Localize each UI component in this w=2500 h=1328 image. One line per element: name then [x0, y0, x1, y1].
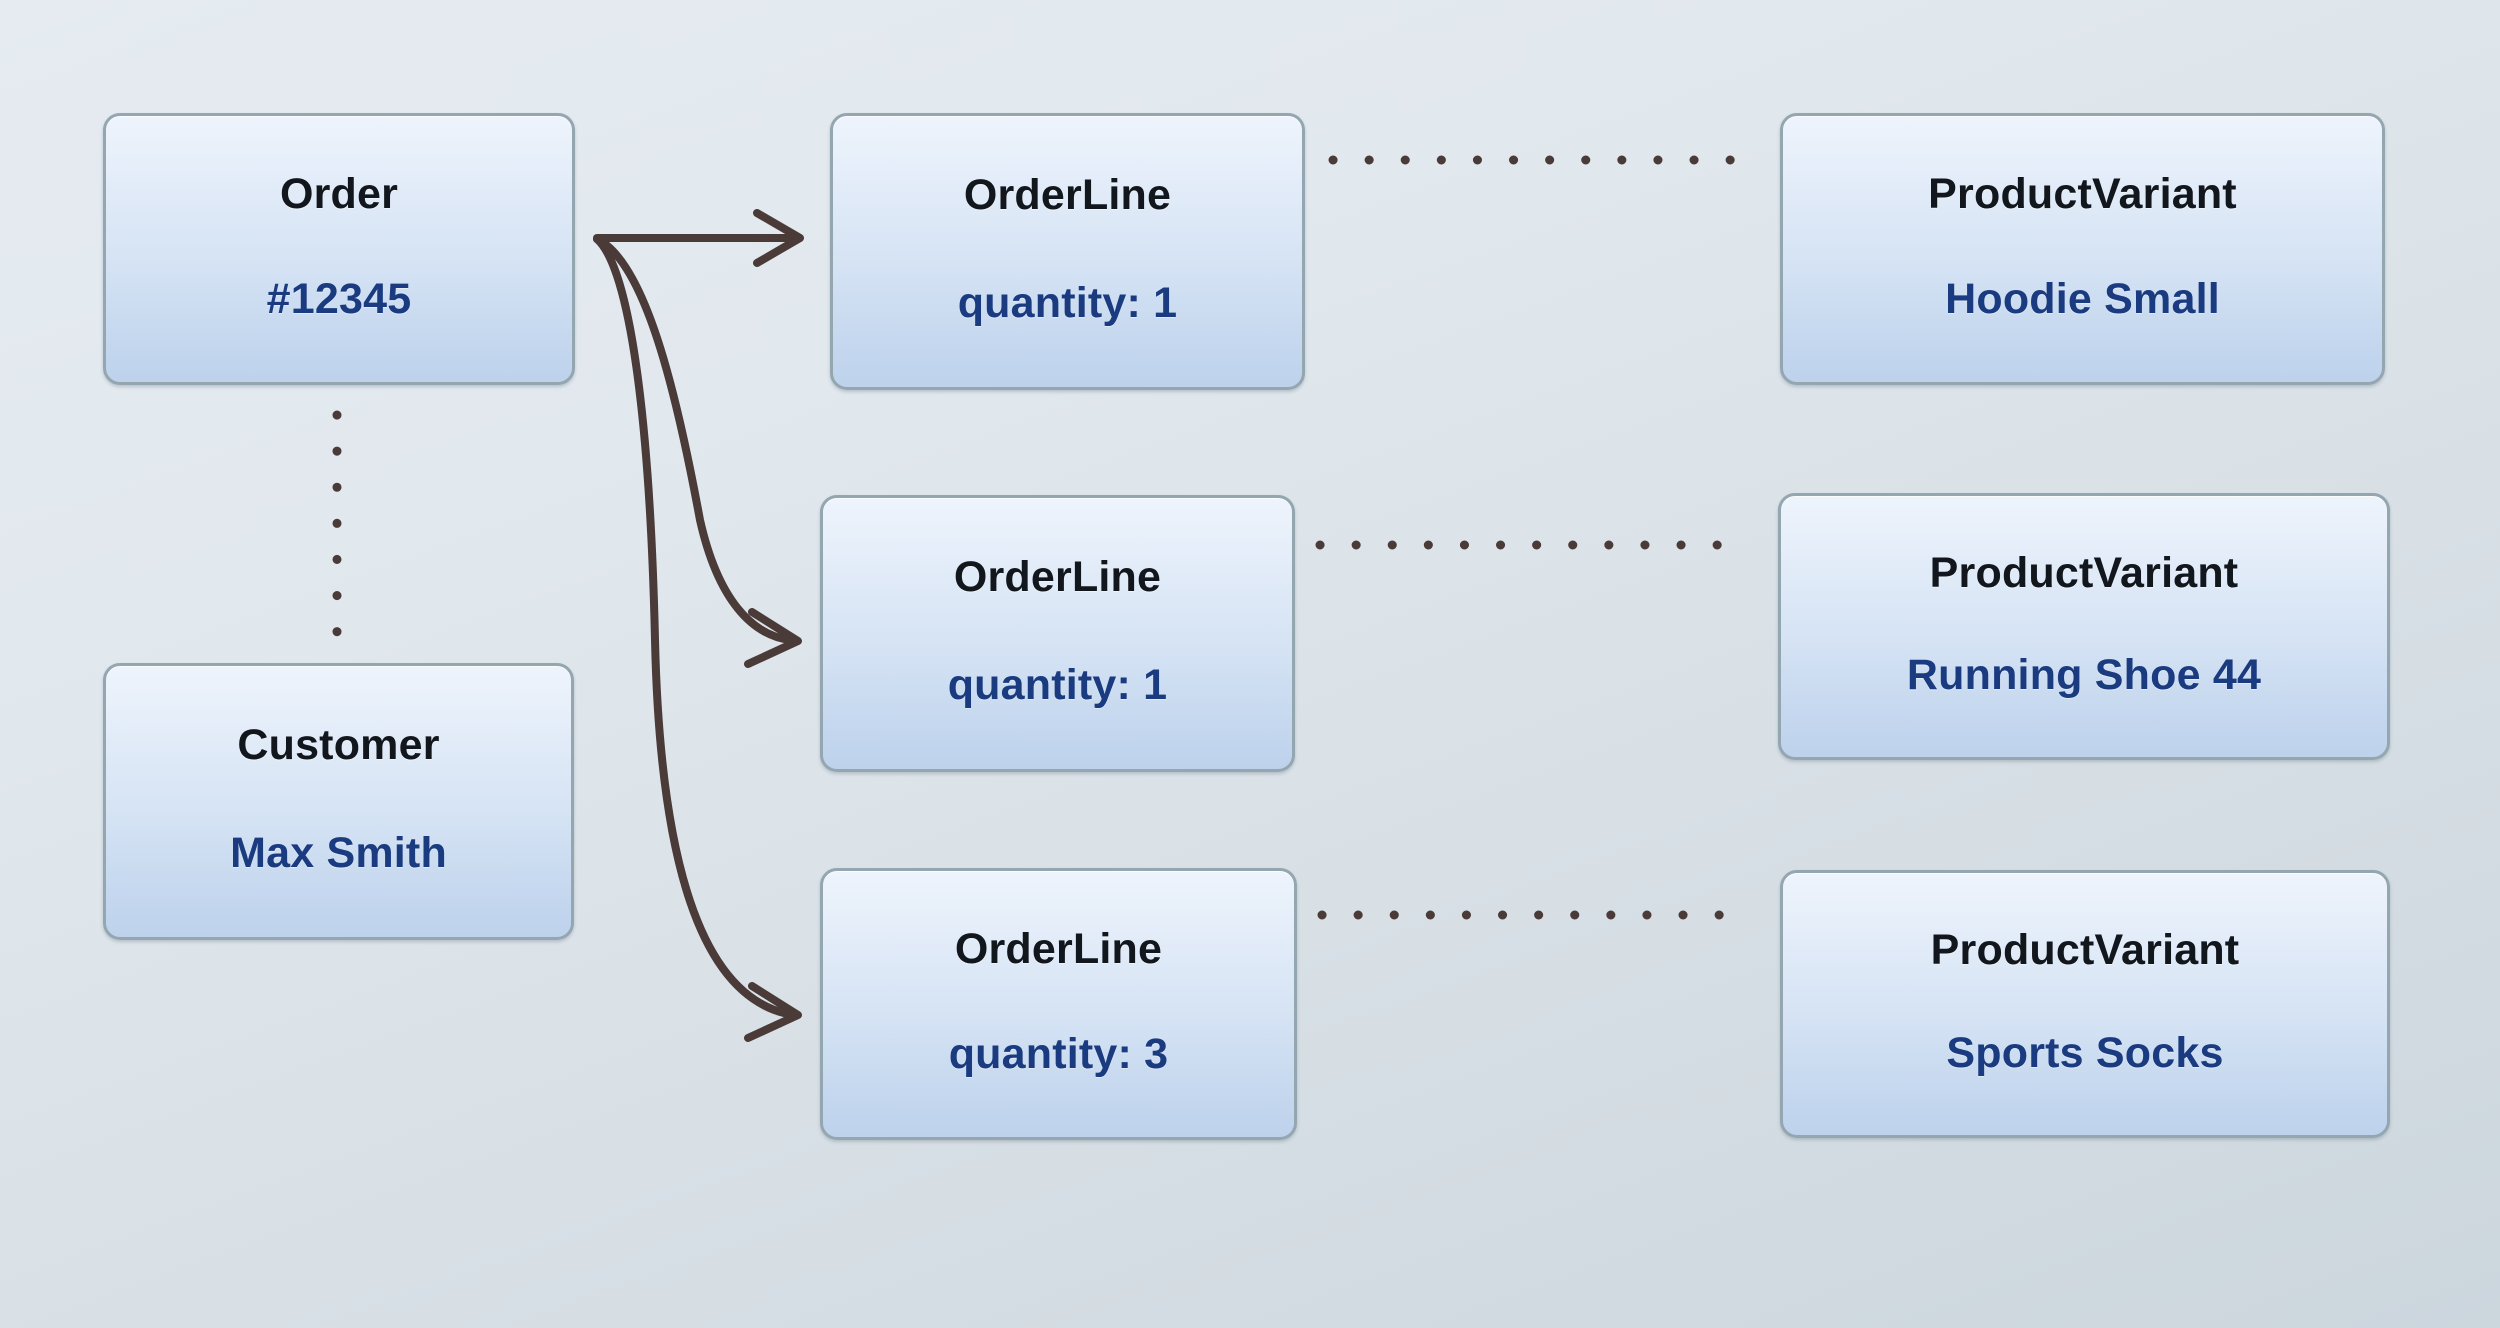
node-orderline-2-value: quantity: 1 — [947, 660, 1168, 709]
node-order[interactable]: Order #12345 — [103, 113, 575, 385]
node-productvariant-2-value: Running Shoe 44 — [1906, 651, 2262, 700]
node-productvariant-1[interactable]: ProductVariant Hoodie Small — [1780, 113, 2385, 385]
node-order-title: Order — [279, 169, 399, 218]
node-customer-title: Customer — [237, 721, 440, 770]
node-productvariant-2-title: ProductVariant — [1929, 548, 2239, 597]
node-productvariant-1-value: Hoodie Small — [1945, 274, 2220, 323]
node-orderline-3[interactable]: OrderLine quantity: 3 — [820, 868, 1297, 1140]
arrowhead-orderline-3 — [744, 982, 802, 1042]
node-productvariant-2[interactable]: ProductVariant Running Shoe 44 — [1778, 493, 2390, 760]
node-orderline-3-title: OrderLine — [954, 924, 1163, 973]
node-orderline-3-value: quantity: 3 — [948, 1029, 1169, 1078]
node-orderline-2-title: OrderLine — [953, 553, 1162, 602]
node-customer-value: Max Smith — [230, 828, 447, 877]
node-orderline-1[interactable]: OrderLine quantity: 1 — [830, 113, 1305, 390]
node-productvariant-3-value: Sports Socks — [1946, 1028, 2224, 1077]
node-orderline-2[interactable]: OrderLine quantity: 1 — [820, 495, 1295, 772]
arrowhead-orderline-1 — [753, 209, 804, 267]
edge-order-to-orderline-2 — [593, 235, 794, 644]
node-order-value: #12345 — [266, 274, 412, 323]
node-orderline-1-value: quantity: 1 — [957, 278, 1178, 327]
node-productvariant-1-title: ProductVariant — [1928, 169, 2237, 218]
arrowhead-orderline-2 — [744, 608, 802, 668]
node-productvariant-3-title: ProductVariant — [1930, 925, 2240, 974]
edge-order-to-orderline-3 — [593, 235, 792, 1018]
node-customer[interactable]: Customer Max Smith — [103, 663, 574, 940]
node-orderline-1-title: OrderLine — [963, 171, 1172, 220]
node-productvariant-3[interactable]: ProductVariant Sports Socks — [1780, 870, 2390, 1138]
